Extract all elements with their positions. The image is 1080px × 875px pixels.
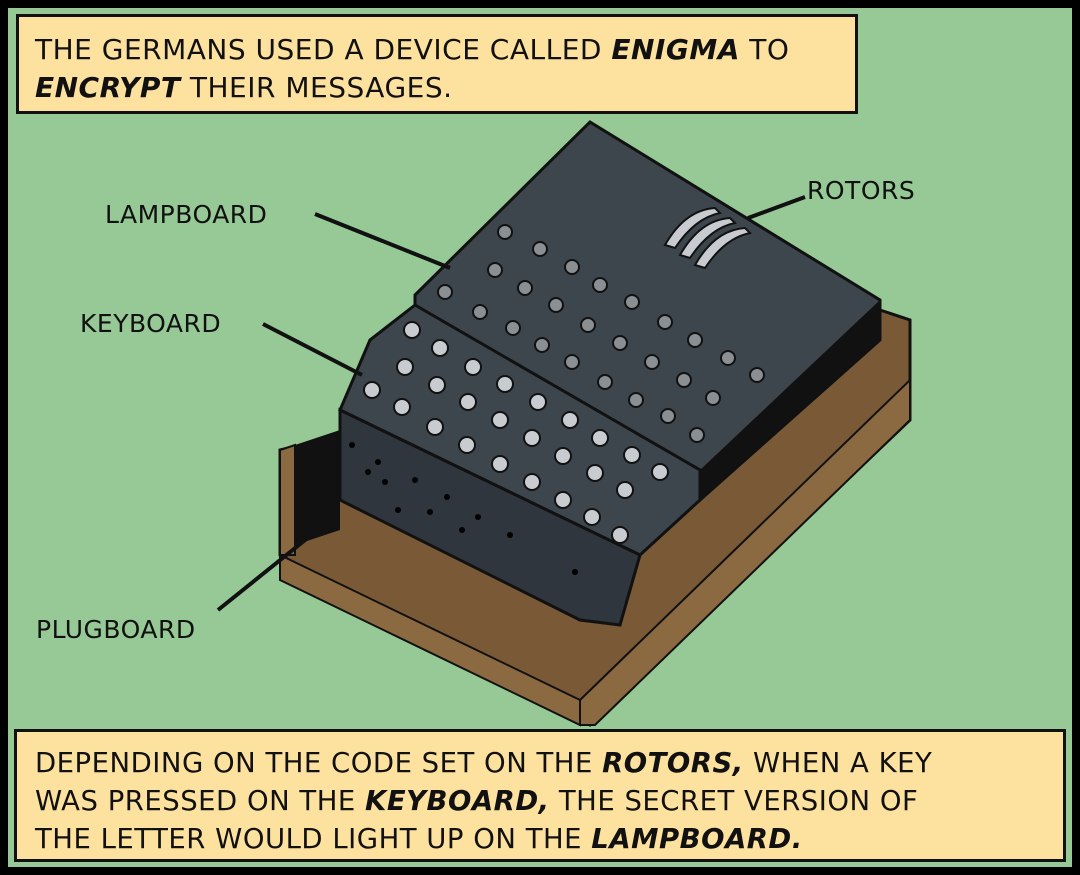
- plugboard-sockets: [349, 442, 578, 575]
- caption-text: WHEN A KEY: [743, 747, 933, 779]
- lampboard-lamps: [437, 224, 765, 443]
- caption-emphasis-encrypt: ENCRYPT: [35, 71, 181, 104]
- rotors-icon: [663, 206, 753, 270]
- caption-bottom: DEPENDING ON THE CODE SET ON THE ROTORS,…: [14, 729, 1066, 862]
- label-rotors: ROTORS: [807, 176, 916, 205]
- label-plugboard: PLUGBOARD: [36, 615, 196, 644]
- caption-emphasis-lampboard: LAMPBOARD.: [591, 823, 803, 855]
- caption-top: THE GERMANS USED A DEVICE CALLED ENIGMA …: [16, 14, 858, 114]
- caption-emphasis-rotors: ROTORS,: [602, 747, 744, 779]
- caption-text: WAS PRESSED ON THE: [35, 785, 366, 817]
- caption-text: TO: [739, 33, 790, 66]
- keyboard-keys: [363, 321, 669, 544]
- caption-text: THE LETTER WOULD LIGHT UP ON THE: [35, 823, 592, 855]
- caption-text: DEPENDING ON THE CODE SET ON THE: [35, 747, 603, 779]
- caption-text: THE GERMANS USED A DEVICE CALLED: [35, 33, 612, 66]
- caption-text: THE SECRET VERSION OF: [549, 785, 919, 817]
- label-keyboard: KEYBOARD: [80, 309, 222, 338]
- pointer-lines: [216, 195, 806, 612]
- caption-emphasis-keyboard: KEYBOARD,: [365, 785, 550, 817]
- label-lampboard: LAMPBOARD: [105, 200, 268, 229]
- caption-text: THEIR MESSAGES.: [180, 71, 453, 104]
- caption-emphasis-enigma: ENIGMA: [611, 33, 740, 66]
- machine-body: [338, 120, 882, 627]
